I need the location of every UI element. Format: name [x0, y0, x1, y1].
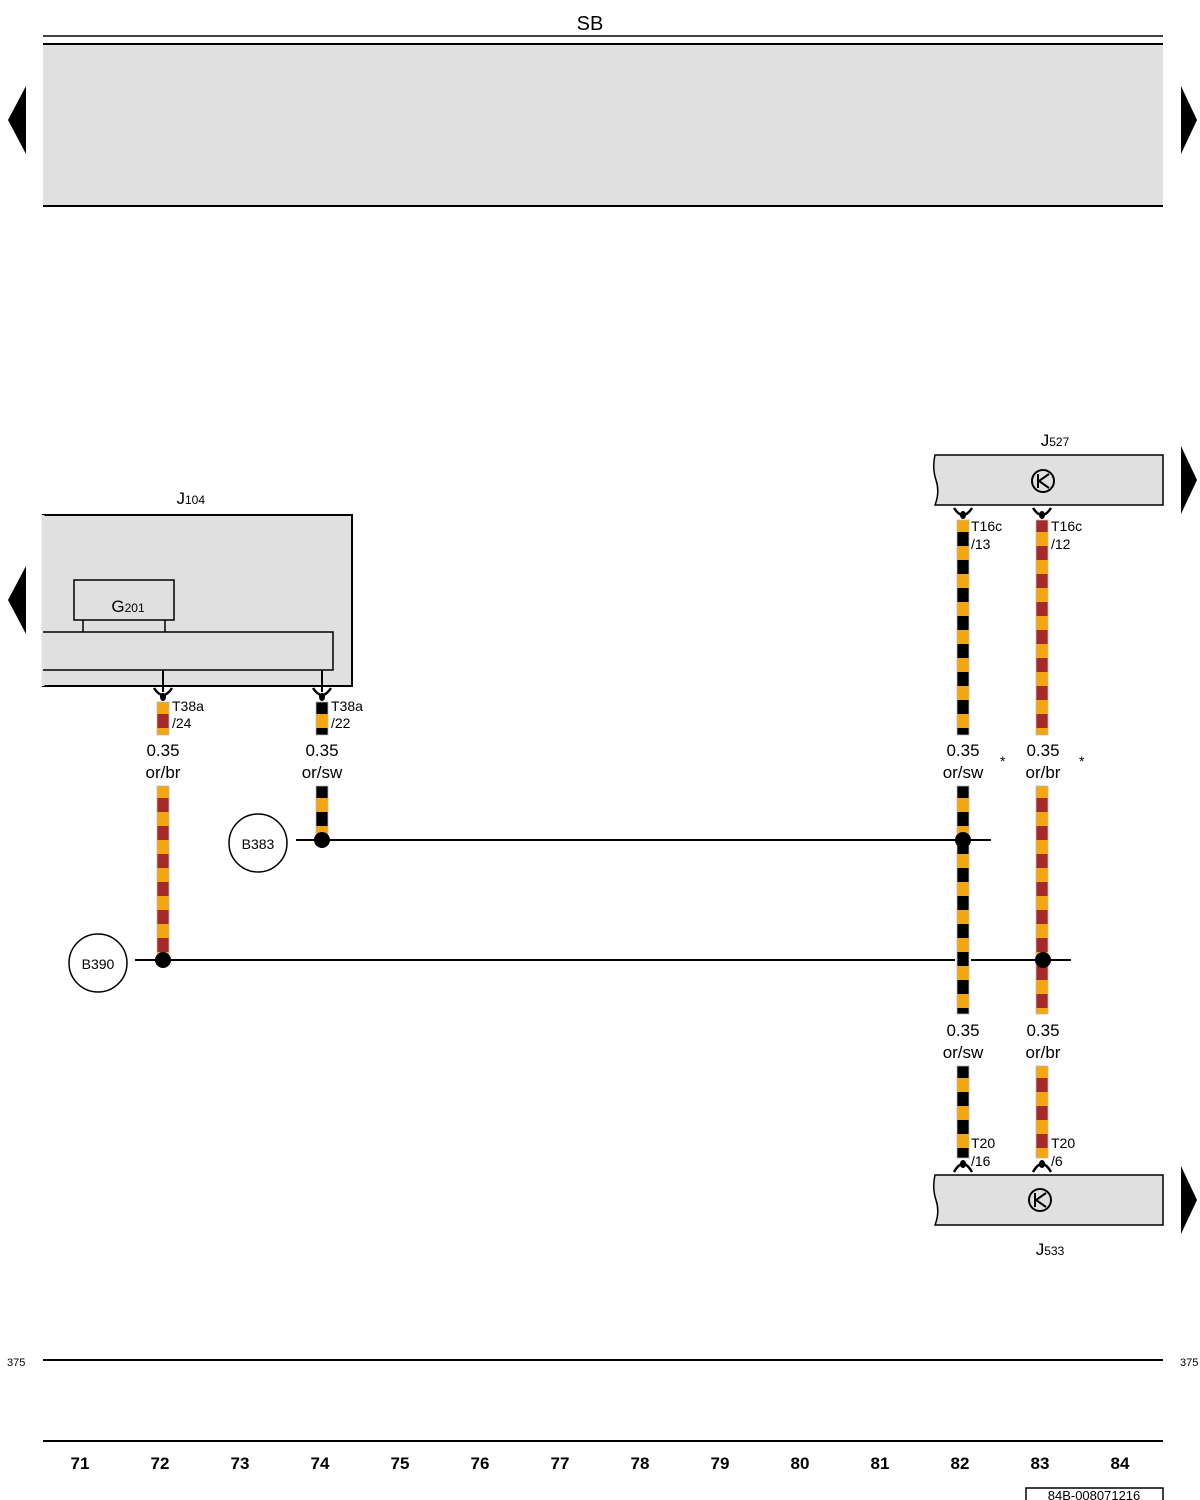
wire-size-col74: 0.35 [305, 741, 338, 760]
pin-label-t16c-13-l2: /13 [971, 536, 991, 552]
j104-unit: J104 G201 [41, 489, 353, 692]
wire-color-col83-lower: or/br [1026, 1043, 1061, 1062]
pin-label-t16c-12-l1: T16c [1051, 518, 1082, 534]
column-number: 72 [151, 1454, 170, 1473]
pin-terminal-t20-6 [1031, 1160, 1053, 1173]
column-number: 79 [711, 1454, 730, 1473]
sb-bus: SB [43, 13, 1163, 207]
pin-terminal-t16c-13 [952, 507, 974, 519]
wire-color-col82-upper: or/sw [943, 763, 984, 782]
page-next-arrow-j533[interactable] [1181, 1166, 1197, 1234]
column-number: 73 [231, 1454, 250, 1473]
j527-bus-symbol [1031, 469, 1055, 493]
wire-color-col82-lower: or/sw [943, 1043, 984, 1062]
pin-terminal-t38a-24 [152, 687, 174, 701]
column-number: 75 [391, 1454, 410, 1473]
wire-col74 [315, 701, 329, 835]
column-number: 80 [791, 1454, 810, 1473]
page-next-arrow-j527[interactable] [1181, 446, 1197, 514]
page-ref-left: 375 [7, 1357, 25, 1369]
column-numbers: 71 72 73 74 75 76 77 78 79 80 81 82 83 84 [71, 1454, 1130, 1473]
g201-sensor [73, 579, 175, 621]
column-number: 78 [631, 1454, 650, 1473]
sb-label: SB [577, 13, 604, 35]
pin-label-t20-6-l2: /6 [1051, 1153, 1063, 1169]
pin-label-t38a-22-l2: /22 [331, 715, 351, 731]
pin-label-t20-16-l2: /16 [971, 1153, 991, 1169]
page-prev-arrow-mid[interactable] [8, 566, 26, 634]
j533-unit: J533 [932, 1174, 1164, 1259]
wire-size-col72: 0.35 [146, 741, 179, 760]
column-number: 82 [951, 1454, 970, 1473]
column-number: 81 [871, 1454, 890, 1473]
page-prev-arrow-top[interactable] [8, 86, 26, 154]
wire-size-col82-lower: 0.35 [946, 1021, 979, 1040]
doc-id: 84B-008071216 [1048, 1488, 1141, 1500]
page-ref-right: 375 [1180, 1357, 1198, 1369]
wire-color-col72: or/br [146, 763, 181, 782]
b390-connection: B390 [68, 933, 1071, 993]
wire-size-col83-lower: 0.35 [1026, 1021, 1059, 1040]
pin-label-t16c-12-l2: /12 [1051, 536, 1071, 552]
wire-color-col83-upper: or/br [1026, 763, 1061, 782]
j104-label: J104 [176, 489, 205, 508]
wire-col72 [156, 701, 170, 955]
wire-color-col74: or/sw [302, 763, 343, 782]
b383-label: B383 [242, 836, 275, 852]
column-number: 83 [1031, 1454, 1050, 1473]
g201-label: G201 [111, 597, 145, 616]
j527-label: J527 [1041, 431, 1070, 450]
wire-note-col83: * [1079, 753, 1085, 769]
pin-label-t20-16-l1: T20 [971, 1135, 995, 1151]
column-number: 71 [71, 1454, 90, 1473]
pin-terminal-t38a-22 [311, 687, 333, 701]
pin-label-t20-6-l1: T20 [1051, 1135, 1075, 1151]
wire-col83 [1035, 519, 1049, 1159]
pin-terminal-t20-16 [952, 1160, 974, 1173]
column-number: 74 [311, 1454, 330, 1473]
j533-label: J533 [1036, 1240, 1065, 1259]
b390-connector-circle [68, 933, 128, 993]
page-next-arrow-top[interactable] [1181, 86, 1197, 154]
column-number: 84 [1111, 1454, 1130, 1473]
j533-bus-symbol [1028, 1188, 1052, 1212]
wire-size-col83-upper: 0.35 [1026, 741, 1059, 760]
sb-panel [43, 44, 1163, 206]
pin-label-t38a-22-l1: T38a [331, 698, 363, 714]
j527-unit: J527 [932, 431, 1164, 506]
b383-connector-circle [228, 813, 288, 873]
pin-terminal-t16c-12 [1031, 507, 1053, 519]
b390-label: B390 [82, 956, 115, 972]
page-footer: 375 375 71 72 73 74 75 76 77 78 79 80 81 82 83 84 84B… [7, 1357, 1198, 1500]
b383-connection: B383 [228, 813, 991, 873]
wire-note-col82: * [1000, 753, 1006, 769]
pin-label-t16c-13-l1: T16c [971, 518, 1002, 534]
column-number: 77 [551, 1454, 570, 1473]
pin-label-t38a-24-l2: /24 [172, 715, 192, 731]
column-number: 76 [471, 1454, 490, 1473]
pin-label-t38a-24-l1: T38a [172, 698, 204, 714]
wire-size-col82-upper: 0.35 [946, 741, 979, 760]
